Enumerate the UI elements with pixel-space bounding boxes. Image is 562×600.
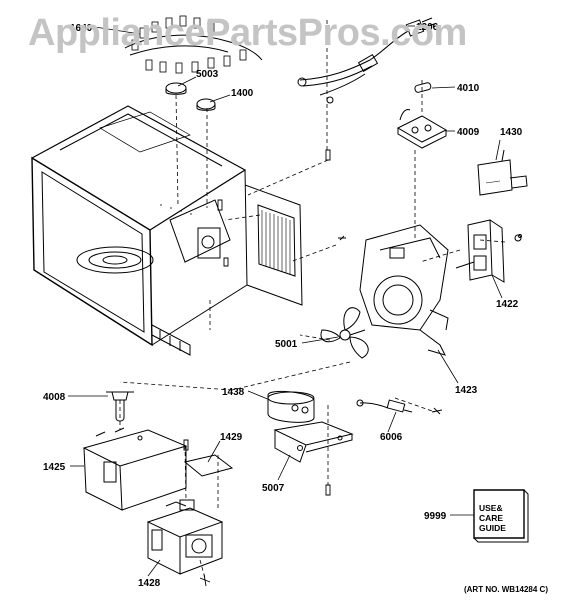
sensor-4008[interactable] xyxy=(106,391,134,422)
assembly-lines xyxy=(119,20,506,579)
diode-6006[interactable] xyxy=(356,399,413,413)
interlock-bracket-1422[interactable] xyxy=(455,219,522,283)
callout-1425: 1425 xyxy=(43,462,66,473)
insulator-1429[interactable] xyxy=(183,454,234,477)
fan-blade-5001[interactable] xyxy=(320,307,369,359)
callout-1428: 1428 xyxy=(138,578,161,589)
wire-harness-1640[interactable] xyxy=(124,15,263,74)
callout-9999: 9999 xyxy=(424,511,447,522)
label-1430[interactable] xyxy=(477,149,528,196)
power-cord-1206[interactable] xyxy=(297,17,435,104)
shield-1425[interactable] xyxy=(82,427,188,511)
manual-line-3: GUIDE xyxy=(479,523,506,533)
callout-5001: 5001 xyxy=(275,339,298,350)
callout-1422: 1422 xyxy=(496,299,519,310)
callout-1423: 1423 xyxy=(455,385,478,396)
callout-1429: 1429 xyxy=(220,432,243,443)
leader-lines xyxy=(68,25,503,577)
magnetron-1428[interactable] xyxy=(146,499,224,575)
art-number: (ART NO. WB14284 C) xyxy=(463,585,548,594)
callout-1430: 1430 xyxy=(500,127,523,138)
callout-5003: 5003 xyxy=(196,69,219,80)
callout-labels: 1640 1206 5003 1400 4010 4009 1430 1422 … xyxy=(43,22,523,589)
callout-5007: 5007 xyxy=(262,483,285,494)
callout-1400: 1400 xyxy=(231,88,254,99)
callout-4008: 4008 xyxy=(43,392,66,403)
capacitor-1438[interactable] xyxy=(267,390,315,423)
manual-9999[interactable] xyxy=(473,489,529,543)
thermal-fuse-1400[interactable] xyxy=(196,98,216,111)
manual-cover-text: USE& CARE GUIDE xyxy=(479,503,525,533)
fuse-4010[interactable] xyxy=(414,82,432,93)
callout-1438: 1438 xyxy=(222,387,245,398)
manual-line-1: USE& xyxy=(479,503,503,513)
screws xyxy=(183,149,522,587)
callout-1640: 1640 xyxy=(70,23,93,34)
callout-4009: 4009 xyxy=(457,127,480,138)
microwave-cavity xyxy=(31,105,303,356)
noise-filter-4009[interactable] xyxy=(396,109,448,149)
callout-6006: 6006 xyxy=(380,432,403,443)
callout-4010: 4010 xyxy=(457,83,480,94)
fan-duct-1423[interactable] xyxy=(359,224,449,356)
callout-1206: 1206 xyxy=(416,22,439,33)
watermark: AppliancePartsPros.com xyxy=(28,12,467,54)
manual-line-2: CARE xyxy=(479,513,504,523)
capacitor-bracket-5007[interactable] xyxy=(273,421,354,463)
thermostat-5003[interactable] xyxy=(165,82,187,95)
